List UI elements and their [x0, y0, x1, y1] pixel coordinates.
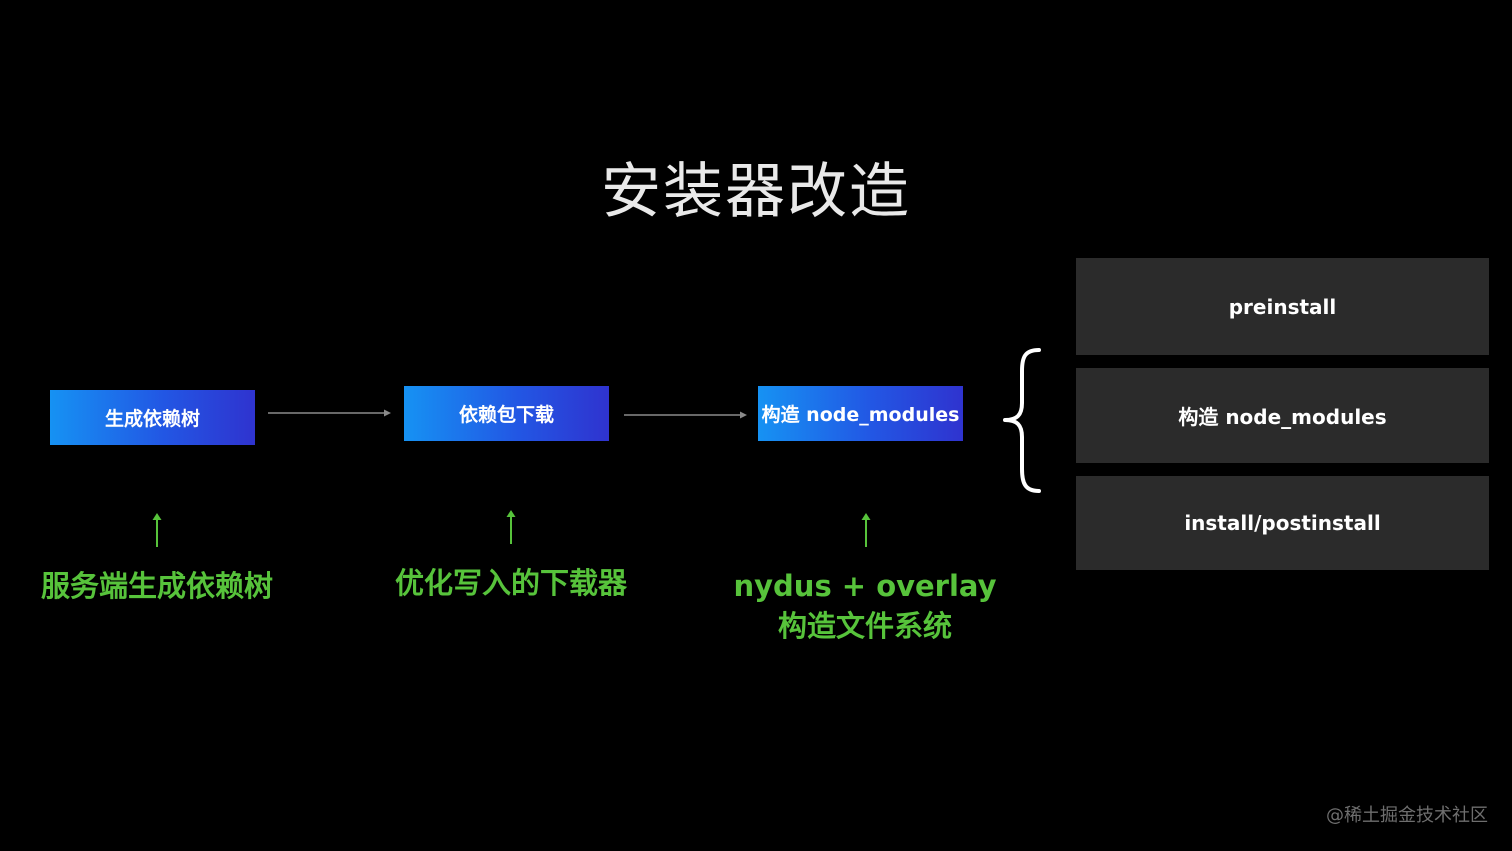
phase-label: preinstall [1228, 294, 1337, 319]
step-generate-dependency-tree: 生成依赖树 [50, 390, 255, 445]
flow-arrow-1 [268, 409, 391, 417]
phase-label: 构造 node_modules [1178, 405, 1387, 429]
watermark: @稀土掘金技术社区 [1326, 805, 1488, 826]
step-label: 构造 node_modules [761, 404, 960, 426]
curly-brace-icon [1003, 348, 1041, 493]
note-nydus-overlay: nydus + overlay 构造文件系统 [708, 566, 1022, 646]
phase-label: install/postinstall [1184, 511, 1381, 535]
step-build-node-modules: 构造 node_modules [758, 386, 963, 441]
note-optimized-downloader: 优化写入的下载器 [354, 563, 668, 603]
flow-arrow-2 [624, 411, 747, 419]
up-arrow-3 [861, 513, 871, 547]
up-arrow-2 [506, 510, 516, 544]
note-server-dependency-tree: 服务端生成依赖树 [0, 566, 314, 606]
up-arrow-1 [152, 513, 162, 547]
note-text: 优化写入的下载器 [394, 566, 627, 600]
note-text-line-2: 构造文件系统 [777, 609, 952, 643]
step-label: 生成依赖树 [104, 408, 200, 430]
step-label: 依赖包下载 [458, 404, 554, 426]
phase-install-postinstall: install/postinstall [1076, 476, 1489, 570]
phase-build-node-modules: 构造 node_modules [1076, 368, 1489, 463]
note-text: 服务端生成依赖树 [40, 569, 273, 603]
phase-preinstall: preinstall [1076, 258, 1489, 355]
slide-title: 安装器改造 [601, 157, 911, 227]
step-package-download: 依赖包下载 [404, 386, 609, 441]
note-text-line-1: nydus + overlay [733, 569, 997, 603]
